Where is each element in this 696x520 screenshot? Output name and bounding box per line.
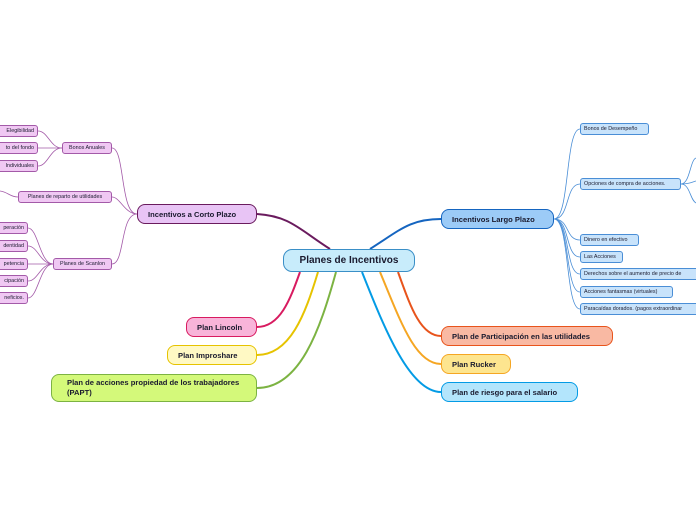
branch-plan-rucker[interactable]: Plan Rucker [441, 354, 511, 374]
subtopic-cooperacion[interactable]: peración [0, 222, 28, 234]
branch-plan-improshare[interactable]: Plan Improshare [167, 345, 257, 365]
branch-label: Plan Improshare [178, 350, 238, 360]
topic-bonos-anuales[interactable]: Bonos Anuales [62, 142, 112, 154]
topic-label: Derechos sobre el aumento de precio de [584, 271, 682, 277]
branch-plan-participacion[interactable]: Plan de Participación en las utilidades [441, 326, 613, 346]
topic-planes-scanlon[interactable]: Planes de Scanlon [53, 258, 112, 270]
branch-plan-riesgo-salario[interactable]: Plan de riesgo para el salario [441, 382, 578, 402]
topic-label: Dinero en efectivo [584, 237, 628, 243]
subtopic-individuales[interactable]: Individuales [0, 160, 38, 172]
subtopic-label: Individuales [5, 163, 34, 169]
link-root-papt [256, 271, 337, 389]
subtopic-beneficios[interactable]: neficios. [0, 292, 28, 304]
branch-incentivos-corto-plazo[interactable]: Incentivos a Corto Plazo [137, 204, 257, 224]
subtopic-label: neficios. [4, 295, 24, 301]
topic-label: Planes de reparto de utilidades [27, 194, 103, 200]
branch-label: Plan de acciones propiedad de los trabaj… [67, 378, 240, 397]
subtopic-label: to del fondo [5, 145, 34, 151]
topic-label: Acciones fantasmas (virtuales) [584, 289, 658, 295]
subtopic-participacion[interactable]: cipación [0, 275, 28, 287]
subtopic-label: dentidad [3, 243, 24, 249]
subtopic-elegibilidad[interactable]: Elegibilidad [0, 125, 38, 137]
topic-acciones-fantasmas[interactable]: Acciones fantasmas (virtuales) [580, 286, 673, 298]
branch-label: Plan Rucker [452, 359, 496, 369]
branch-label: Plan de Participación en las utilidades [452, 331, 590, 341]
branch-label: Plan Lincoln [197, 322, 243, 332]
topic-label: Opciones de compra de acciones. [584, 181, 666, 187]
link-root-improshare [256, 271, 319, 356]
topic-derechos-aumento-precio[interactable]: Derechos sobre el aumento de precio de [580, 268, 696, 280]
link-root-riesgo [361, 271, 442, 393]
topic-bonos-desempeno[interactable]: Bonos de Desempeño [580, 123, 649, 135]
topic-planes-reparto-utilidades[interactable]: Planes de reparto de utilidades [18, 191, 112, 203]
topic-label: Paracaídas dorados. (pagos extraordinar [584, 306, 682, 312]
branch-plan-papt[interactable]: Plan de acciones propiedad de los trabaj… [51, 374, 257, 402]
topic-paracaidas-dorados[interactable]: Paracaídas dorados. (pagos extraordinar [580, 303, 696, 315]
branch-plan-lincoln[interactable]: Plan Lincoln [186, 317, 257, 337]
subtopic-label: Elegibilidad [6, 128, 34, 134]
subtopic-tamano-fondo[interactable]: to del fondo [0, 142, 38, 154]
topic-label: Las Acciones [584, 254, 616, 260]
topic-label: Planes de Scanlon [60, 261, 105, 267]
subtopic-competencia[interactable]: petencia [0, 258, 28, 270]
branch-label: Plan de riesgo para el salario [452, 387, 558, 397]
root-node[interactable]: Planes de Incentivos [283, 249, 415, 272]
link-root-corto [256, 213, 331, 250]
link-root-lincoln [256, 271, 301, 328]
subtopic-label: petencia [3, 261, 24, 267]
subtopic-identidad[interactable]: dentidad [0, 240, 28, 252]
branch-label: Incentivos Largo Plazo [452, 214, 535, 224]
subtopic-label: peración [3, 225, 24, 231]
topic-label: Bonos Anuales [69, 145, 105, 151]
root-label: Planes de Incentivos [299, 255, 399, 266]
topic-dinero-efectivo[interactable]: Dinero en efectivo [580, 234, 639, 246]
branch-label: Incentivos a Corto Plazo [148, 209, 237, 219]
branch-incentivos-largo-plazo[interactable]: Incentivos Largo Plazo [441, 209, 554, 229]
link-root-participacion [397, 271, 442, 337]
topic-las-acciones[interactable]: Las Acciones [580, 251, 623, 263]
topic-opciones-compra-acciones[interactable]: Opciones de compra de acciones. [580, 178, 681, 190]
link-root-largo [369, 218, 442, 250]
link-root-rucker [379, 271, 442, 365]
topic-label: Bonos de Desempeño [584, 126, 638, 132]
subtopic-label: cipación [4, 278, 24, 284]
